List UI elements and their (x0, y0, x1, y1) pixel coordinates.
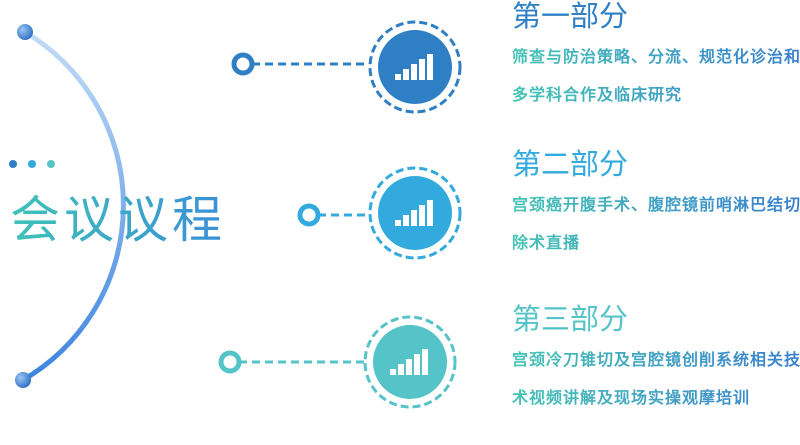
signal-bars-icon (390, 369, 396, 375)
dashed-ring (368, 20, 462, 114)
dot (9, 160, 17, 168)
signal-bars-icon (403, 69, 409, 80)
signal-bars-icon (406, 359, 412, 375)
section-body: 宫颈冷刀锥切及宫腔镜创削系统相关技术视频讲解及现场实操观摩培训 (512, 341, 800, 417)
section-2: 第二部分 宫颈癌开腹手术、腹腔镜前哨淋巴结切除术直播 (512, 148, 800, 262)
section-heading: 第二部分 (512, 147, 629, 181)
signal-bars-icon (395, 74, 401, 80)
signal-bars-icon (419, 59, 425, 80)
section-body: 筛查与防治策略、分流、规范化诊治和多学科合作及临床研究 (512, 38, 800, 114)
signal-bars-icon (411, 64, 417, 80)
page-title: 会议议程 (10, 180, 226, 252)
agenda-arc (21, 29, 126, 383)
dashed-ring (368, 166, 462, 260)
section-heading: 第三部分 (512, 302, 629, 336)
signal-bars-icon (422, 349, 428, 375)
signal-bars-icon (395, 220, 401, 226)
arc-end-dot (17, 24, 33, 40)
signal-bars-icon (414, 354, 420, 375)
section-heading: 第一部分 (512, 0, 629, 33)
section-3: 第三部分 宫颈冷刀锥切及宫腔镜创削系统相关技术视频讲解及现场实操观摩培训 (512, 303, 800, 417)
signal-bars-icon (411, 210, 417, 226)
arc-node (218, 350, 242, 374)
section-1: 第一部分 筛查与防治策略、分流、规范化诊治和多学科合作及临床研究 (512, 0, 800, 114)
signal-bars-icon (419, 205, 425, 226)
arc-node (231, 52, 255, 76)
signal-bars-icon (427, 200, 433, 226)
dashed-ring (363, 315, 457, 409)
dot (47, 160, 55, 168)
signal-bars-icon (398, 364, 404, 375)
signal-bars-icon (427, 54, 433, 80)
arc-end-dot (15, 372, 31, 388)
signal-bars-icon (403, 215, 409, 226)
dot (28, 160, 36, 168)
arc-node (297, 203, 321, 227)
section-body: 宫颈癌开腹手术、腹腔镜前哨淋巴结切除术直播 (512, 186, 800, 262)
